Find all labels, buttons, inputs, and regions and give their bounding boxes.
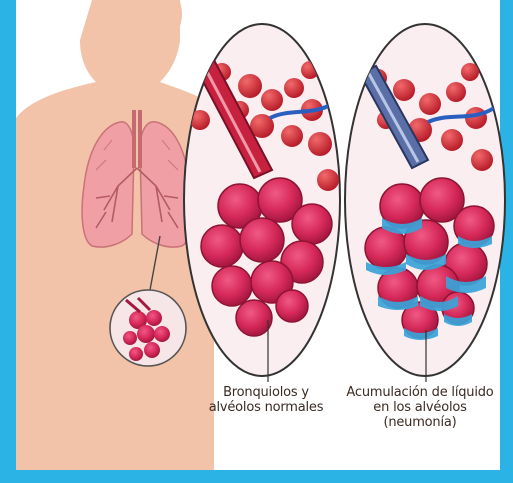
- pneumonia-alveoli-magnified: [345, 24, 505, 376]
- small-magnified-alveoli: [110, 290, 186, 366]
- bottom-blue-border: [0, 470, 513, 483]
- normal-alveoli-magnified: [184, 24, 340, 376]
- caption-pneumonia-line1: Acumulación de líquido: [340, 385, 500, 400]
- left-blue-border: [0, 0, 16, 483]
- caption-normal-line1: Bronquiolos y: [196, 385, 336, 400]
- caption-pneumonia-line2: en los alvéolos: [340, 400, 500, 415]
- caption-normal-line2: alvéolos normales: [196, 400, 336, 415]
- caption-normal: Bronquiolos y alvéolos normales: [196, 385, 336, 415]
- caption-pneumonia-line3: (neumonía): [340, 415, 500, 430]
- caption-pneumonia: Acumulación de líquido en los alvéolos (…: [340, 385, 500, 430]
